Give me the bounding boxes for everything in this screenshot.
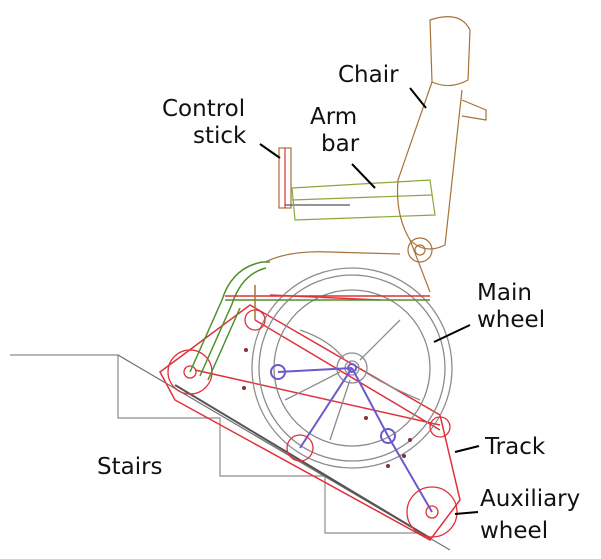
auxiliary-wheel	[406, 486, 458, 538]
control-stick	[278, 147, 350, 209]
label-stairs: Stairs	[97, 454, 163, 480]
markers	[242, 348, 412, 468]
track-wheels	[167, 309, 451, 462]
linkage	[270, 363, 433, 513]
leader-track	[454, 445, 480, 453]
label-arm-bar-line1: Arm	[310, 104, 358, 130]
leader-chair	[409, 87, 427, 109]
label-main-wheel-line2: wheel	[477, 307, 546, 333]
label-auxiliary-wheel-line1: Auxiliary	[480, 486, 581, 512]
label-control-stick-line1: Control	[162, 96, 246, 122]
label-chair: Chair	[338, 62, 399, 88]
stairs	[10, 354, 451, 551]
label-arm-bar-line2: bar	[321, 131, 360, 157]
leader-arm-bar	[351, 163, 376, 189]
label-control-stick-line2: stick	[193, 123, 247, 149]
leader-lines	[259, 87, 480, 515]
leader-control-stick	[259, 143, 281, 159]
leader-aux-wheel	[454, 511, 479, 515]
label-track: Track	[485, 434, 546, 460]
leader-main-wheel	[433, 324, 471, 343]
label-auxiliary-wheel-line2: wheel	[480, 518, 549, 544]
frame	[189, 261, 430, 381]
chair	[264, 16, 487, 293]
label-main-wheel-line1: Main	[477, 280, 532, 306]
arm-bar	[291, 179, 436, 221]
